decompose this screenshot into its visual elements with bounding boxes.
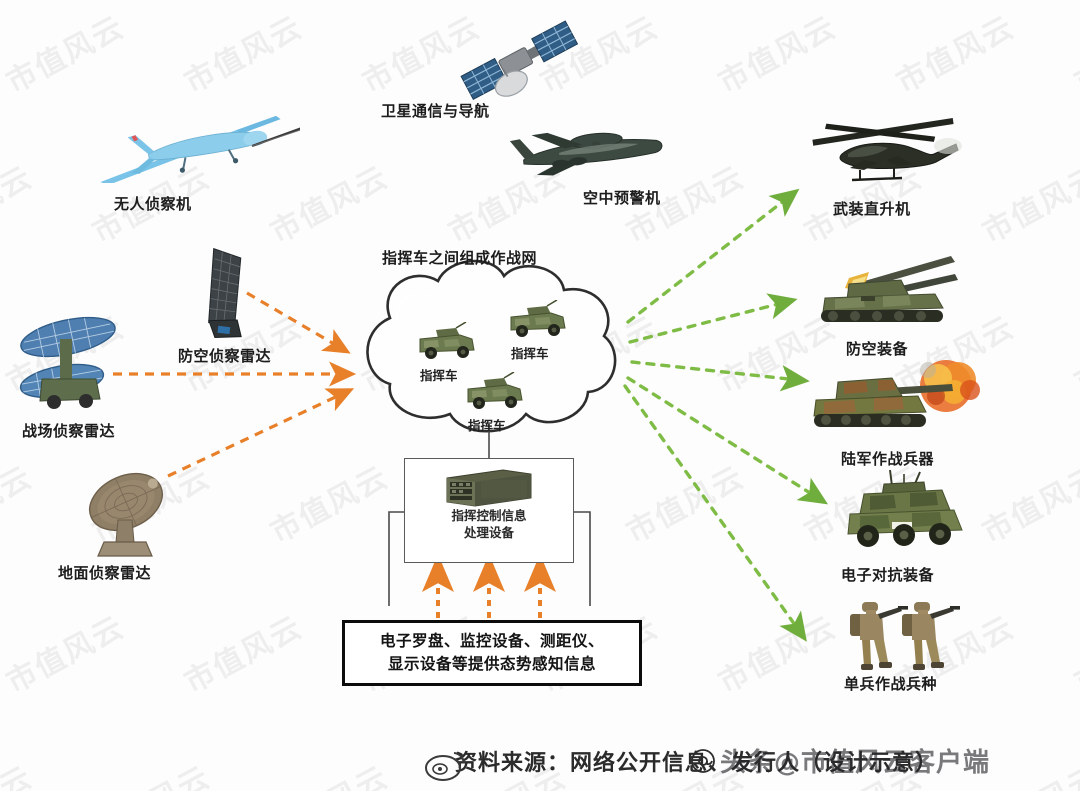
soldier-1	[850, 602, 908, 670]
link-cloud-to-air-defense	[628, 293, 798, 344]
link-cloud-to-infantry	[623, 384, 807, 642]
spaag-icon	[821, 256, 958, 322]
cc-line-2: 处理设备	[463, 524, 514, 540]
green-effector-links	[623, 188, 829, 642]
label-ground-radar: 地面侦察雷达	[58, 564, 152, 582]
situational-awareness-box: 电子罗盘、监控设备、测距仪、 显示设备等提供态势感知信息	[342, 620, 642, 686]
node-command-vehicle-1	[414, 322, 484, 362]
mesh-radar-icon	[19, 316, 116, 409]
helicopter-icon	[812, 118, 962, 182]
awacs-plane-icon	[509, 132, 663, 176]
node-attack-helicopter	[806, 110, 966, 192]
channel-watermark-text: 头条@市值风云客户端	[720, 748, 991, 778]
label-infantry: 单兵作战兵种	[844, 675, 938, 693]
node-army-weapon	[808, 358, 988, 440]
node-awacs	[505, 118, 680, 180]
label-satcom: 卫星通信与导航	[381, 102, 490, 120]
label-air-defense-radar: 防空侦察雷达	[178, 347, 272, 365]
label-uav: 无人侦察机	[114, 195, 192, 213]
node-command-vehicle-3	[462, 372, 532, 412]
label-attack-helicopter: 武装直升机	[833, 200, 911, 218]
link-ground-radar-to-cloud	[167, 388, 355, 478]
label-command-vehicle-3: 指挥车	[468, 418, 506, 433]
satellite-icon	[460, 20, 579, 101]
node-satcom	[455, 8, 595, 108]
link-cloud-to-army-weapon	[630, 360, 810, 392]
beam-layer	[251, 127, 300, 148]
channel-watermark: 头条@市值风云客户端	[690, 742, 990, 779]
label-air-defense: 防空装备	[846, 340, 909, 358]
node-infantry	[844, 598, 974, 680]
sensor-box-line-2: 显示设备等提供态势感知信息	[387, 655, 596, 673]
node-uav	[88, 108, 288, 183]
cc-line-1: 指挥控制信息	[451, 508, 527, 523]
label-command-vehicle-2: 指挥车	[511, 346, 549, 361]
label-army-weapon: 陆军作战兵器	[841, 450, 935, 468]
link-cloud-to-ew-equipment	[626, 376, 829, 505]
trunk-c2-right-leg	[574, 511, 591, 606]
link-cloud-to-attack-helicopter	[626, 188, 800, 324]
command-vehicle-icon	[510, 300, 566, 337]
command-control-box: 指挥控制信息 处理设备	[404, 458, 574, 563]
source-note: 资料来源：网络公开信息、发行人（设计示意）	[455, 751, 939, 776]
label-ew-equipment: 电子对抗装备	[841, 566, 935, 584]
artillery-icon	[813, 360, 980, 427]
node-air-defense	[805, 252, 970, 330]
trunk-c2-left-leg	[388, 511, 404, 606]
uav-icon	[100, 115, 281, 183]
node-air-defense-radar	[186, 246, 258, 346]
c2-trunk	[388, 424, 591, 606]
rack-equipment-icon	[446, 469, 532, 507]
label-command-vehicle-1: 指挥车	[420, 368, 458, 383]
dish-radar-icon	[89, 472, 163, 557]
phased-array-radar-icon	[208, 247, 242, 338]
label-battlefield-radar: 战场侦察雷达	[22, 422, 116, 440]
beam-uav-to-satellite	[251, 127, 300, 148]
command-vehicle-icon	[419, 322, 475, 359]
command-vehicle-icon	[467, 372, 523, 409]
sensor-box-line-1: 电子罗盘、监控设备、测距仪、	[379, 631, 604, 650]
soldiers-icon	[850, 602, 960, 670]
node-command-vehicle-2	[505, 300, 575, 340]
node-ew-equipment	[840, 470, 970, 554]
at-sign-icon	[691, 748, 715, 773]
link-airdef-radar-to-cloud	[246, 291, 351, 354]
node-battlefield-radar	[10, 305, 130, 415]
node-ground-radar	[70, 468, 190, 560]
label-combat-network: 指挥车之间组成作战网	[382, 249, 538, 267]
soldier-2	[902, 602, 960, 670]
network-cloud	[366, 259, 617, 433]
ew-vehicle-icon	[847, 470, 963, 547]
label-awacs: 空中预警机	[583, 189, 661, 207]
orange-sensor-links	[113, 291, 357, 478]
sensorbox-to-c2-links	[422, 554, 556, 618]
weibo-logo-icon	[425, 752, 465, 781]
